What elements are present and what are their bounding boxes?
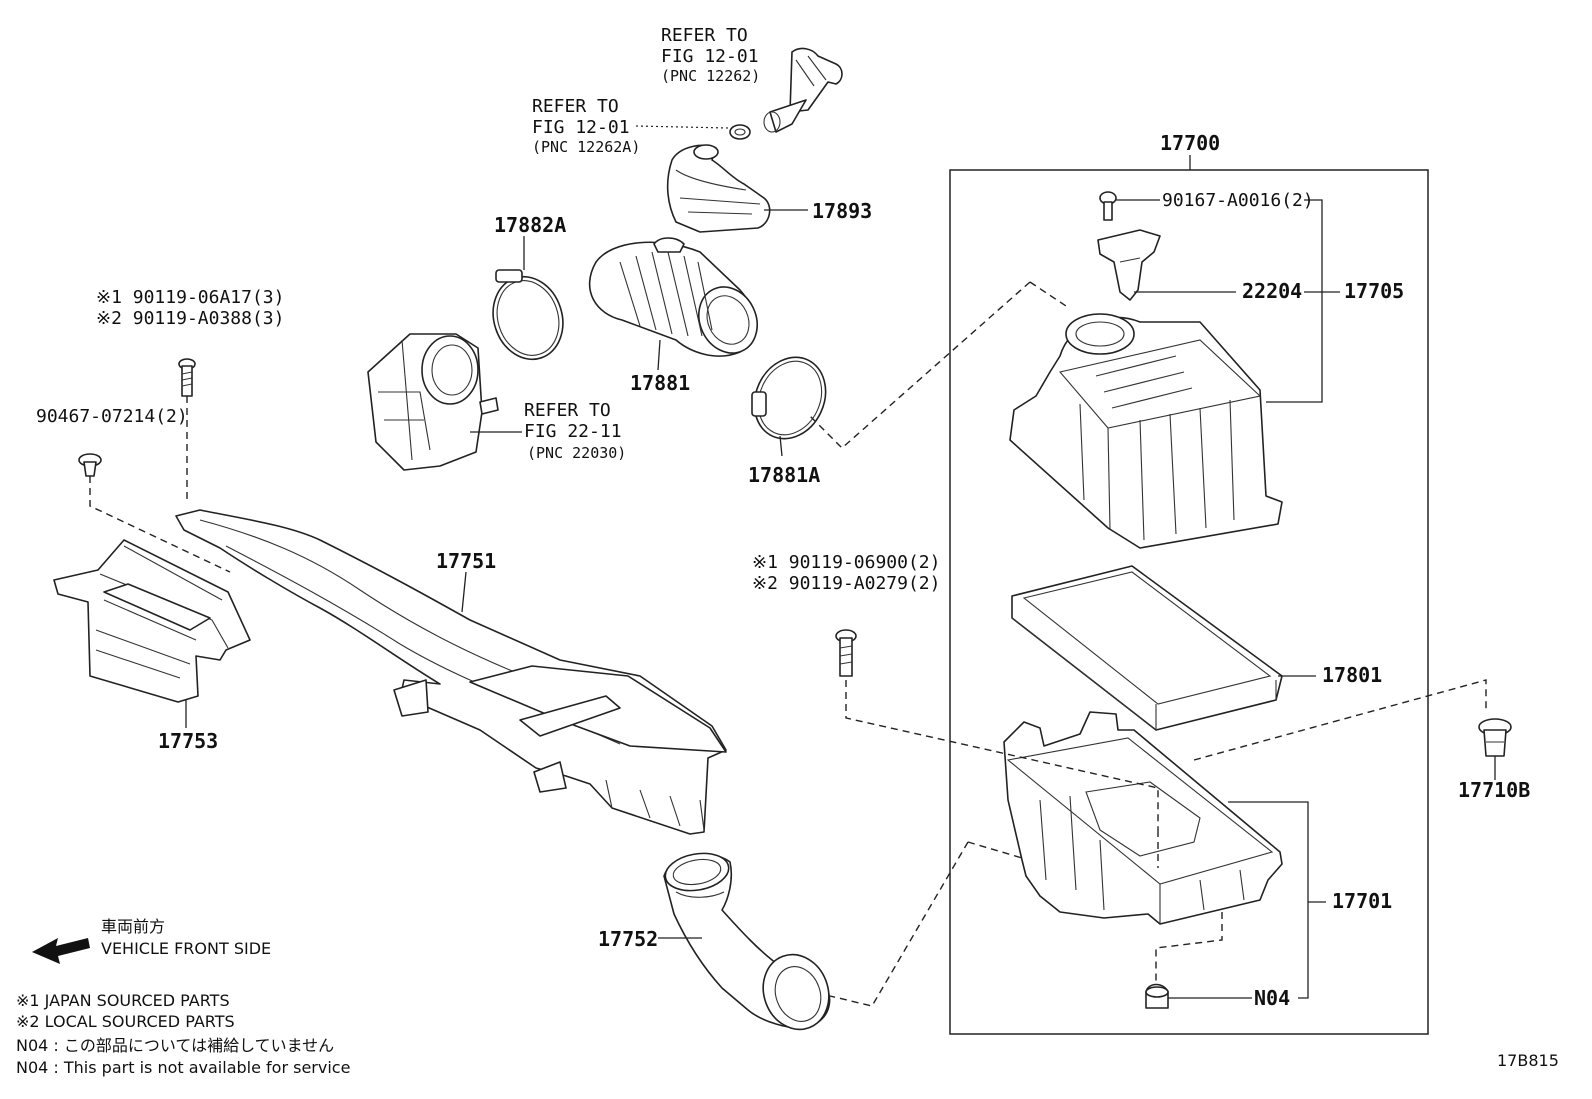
- assembly-17700-frame: [949, 169, 1429, 1035]
- bolt-90119-upper-drawing: [178, 358, 196, 397]
- part-label-17893: 17893: [812, 199, 872, 223]
- bellows-hose-17881-drawing: [588, 237, 758, 357]
- part-label-17700: 17700: [1160, 131, 1220, 155]
- legend-n04-jp: N04 : この部品については補給していません: [16, 1036, 334, 1055]
- bolt-90119-lower-drawing: [835, 629, 857, 677]
- clip-label: 90467-07214(2): [36, 406, 188, 427]
- legend-n04-en: N04 : This part is not available for ser…: [16, 1058, 350, 1077]
- part-label-22204: 22204: [1242, 279, 1302, 303]
- legend-note-1: ※1 JAPAN SOURCED PARTS: [16, 991, 230, 1010]
- part-label-17881: 17881: [630, 371, 690, 395]
- grommet-17710B-drawing: [1478, 718, 1512, 757]
- inlet-tube-17893-drawing: [666, 144, 771, 233]
- part-label-17753: 17753: [158, 729, 218, 753]
- screw-90167-drawing: [1099, 191, 1117, 221]
- vehicle-front-arrow-icon: [32, 938, 90, 964]
- part-label-17751: 17751: [436, 549, 496, 573]
- clip-90467-drawing: [78, 453, 102, 477]
- part-label-90167: 90167-A0016(2): [1162, 190, 1314, 211]
- throttle-body-drawing: [367, 333, 499, 471]
- ref-fig1201b-line2: FIG 12-01: [532, 117, 630, 138]
- legend-front-jp: 車両前方: [101, 917, 165, 936]
- figure-code: 17B815: [1497, 1051, 1559, 1070]
- air-cleaner-cap-17705-drawing: [1009, 313, 1283, 549]
- part-label-17705: 17705: [1344, 279, 1404, 303]
- clamp-17881A-drawing: [751, 356, 827, 440]
- ref-fig2211-line2: FIG 22-11: [524, 421, 622, 442]
- part-label-17882A: 17882A: [494, 213, 566, 237]
- part-label-17801: 17801: [1322, 663, 1382, 687]
- air-cleaner-case-17701-drawing: [1003, 711, 1283, 925]
- ref-fig1201a-line2: FIG 12-01: [661, 46, 759, 67]
- hose-clamp-small-drawing: [729, 124, 751, 140]
- resonator-hose-drawing: [763, 47, 843, 133]
- ref-fig2211-pnc: (PNC 22030): [527, 444, 626, 462]
- part-label-17701: 17701: [1332, 889, 1392, 913]
- leader-lines: [185, 125, 1496, 999]
- elbow-hose-17752-drawing: [663, 852, 831, 1031]
- ref-fig1201a-pnc: (PNC 12262): [661, 67, 760, 85]
- n04-plug-drawing: [1145, 983, 1169, 1009]
- mass-air-flow-sensor-22204-drawing: [1097, 229, 1161, 301]
- part-label-N04: N04: [1254, 986, 1290, 1010]
- air-duct-17751-drawing: [175, 509, 727, 835]
- dashed-connection-lines: [89, 281, 1487, 1007]
- ref-fig1201a-line1: REFER TO: [661, 25, 748, 46]
- bolt-label-upper-1: ※1 90119-06A17(3): [96, 287, 284, 308]
- air-filter-17801-drawing: [1011, 565, 1283, 731]
- part-label-17881A: 17881A: [748, 463, 820, 487]
- clamp-17882A-drawing: [492, 269, 564, 361]
- bolt-label-lower-1: ※1 90119-06900(2): [752, 552, 940, 573]
- part-label-17710B: 17710B: [1458, 778, 1530, 802]
- legend-note-2: ※2 LOCAL SOURCED PARTS: [16, 1012, 235, 1031]
- legend-front-en: VEHICLE FRONT SIDE: [101, 939, 271, 958]
- labels: REFER TO FIG 12-01 (PNC 12262) REFER TO …: [16, 25, 1559, 1077]
- bolt-label-lower-2: ※2 90119-A0279(2): [752, 573, 940, 594]
- part-label-17752: 17752: [598, 927, 658, 951]
- ref-fig1201b-pnc: (PNC 12262A): [532, 138, 640, 156]
- ref-fig2211-line1: REFER TO: [524, 400, 611, 421]
- ref-fig1201b-line1: REFER TO: [532, 96, 619, 117]
- bolt-label-upper-2: ※2 90119-A0388(3): [96, 308, 284, 329]
- air-inlet-17753-drawing: [53, 539, 251, 703]
